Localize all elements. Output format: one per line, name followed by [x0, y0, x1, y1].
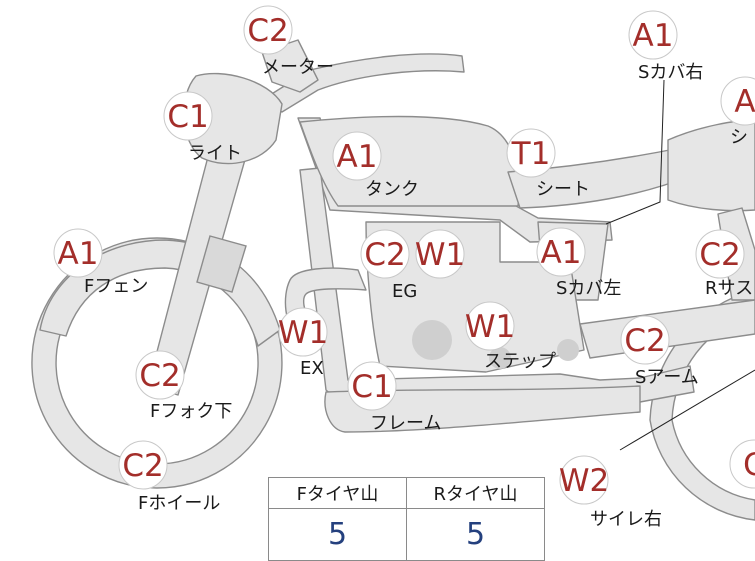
step-left-peg [489, 347, 511, 369]
badge-code: A1 [541, 235, 582, 271]
front-tread-header: Fタイヤ山 [268, 477, 407, 509]
badge-circle [620, 315, 670, 365]
part-name: タンク [365, 179, 419, 200]
badge-circle [695, 229, 745, 279]
fork-cover [196, 235, 247, 293]
badge-circle [135, 350, 185, 400]
part-name: EX [300, 358, 324, 379]
step-right-peg [557, 339, 579, 361]
badge-code: C1 [167, 99, 208, 135]
handlebar-shape [261, 53, 465, 113]
part-name: Fフォク下 [150, 401, 232, 422]
badge-circle [347, 361, 397, 411]
part-name: EG [392, 281, 417, 302]
label-tank: A1 タンク [332, 131, 419, 200]
motorcycle-illustration [31, 39, 755, 521]
leader-silencer-right [619, 369, 755, 451]
badge-circle [720, 76, 755, 126]
part-name: Sアーム [635, 367, 699, 388]
badge-circle [163, 91, 213, 141]
badge-code: W2 [559, 463, 609, 499]
badge-code: A1 [633, 18, 674, 54]
part-name: Sカバ右 [638, 62, 703, 83]
front-tread-value: 5 [268, 508, 407, 561]
label-light: C1 ライト [163, 91, 242, 164]
badge-code: C2 [247, 13, 288, 49]
badge-code: C [743, 447, 755, 483]
part-name: ステップ [484, 351, 556, 372]
badge-code: A [734, 84, 755, 120]
part-name: フレーム [370, 413, 441, 434]
badge-circle [559, 455, 609, 505]
badge-code: W1 [465, 309, 515, 345]
badge-circle [506, 128, 556, 178]
part-name: Sカバ左 [556, 278, 621, 299]
rear-body-shape [667, 119, 755, 212]
leader-side-cover-right [605, 79, 665, 225]
label-rear-upper: Aシ [720, 76, 755, 148]
badge-code: A1 [58, 236, 99, 272]
part-name: シート [536, 179, 590, 200]
part-name: ライト [188, 143, 242, 164]
badge-circle [465, 301, 515, 351]
part-name: Rサス [705, 278, 753, 299]
badge-code: A1 [337, 139, 378, 175]
label-frame: C1 フレーム [347, 361, 441, 434]
tire-tread-table: Fタイヤ山 Rタイヤ山 5 5 [268, 477, 545, 561]
label-engine-w: W1 [415, 229, 465, 279]
badge-code: W1 [278, 315, 328, 351]
badge-circle [415, 229, 465, 279]
label-meter: C2 メーター [243, 5, 334, 78]
badge-circle [332, 131, 382, 181]
badge-circle [536, 227, 586, 277]
frame-down-shape [324, 385, 641, 433]
part-name: Fホイール [138, 493, 220, 514]
badge-circle [53, 228, 103, 278]
label-step: W1 ステップ [465, 301, 556, 372]
badge-circle [360, 229, 410, 279]
part-name: シ [730, 127, 748, 148]
rear-tread-value: 5 [406, 508, 545, 561]
badge-circle [118, 440, 168, 490]
badge-code: T1 [511, 136, 551, 172]
badge-code: C1 [351, 369, 392, 405]
badge-code: C2 [139, 358, 180, 394]
badge-code: C2 [364, 237, 405, 273]
badge-code: C2 [624, 323, 665, 359]
engine-cover-circle [412, 320, 452, 360]
badge-circle [628, 10, 678, 60]
badge-code: C2 [699, 237, 740, 273]
rear-tread-header: Rタイヤ山 [406, 477, 545, 509]
part-name: サイレ右 [590, 509, 662, 530]
badge-circle [729, 439, 755, 489]
label-silencer-right: W2 サイレ右 [559, 455, 662, 530]
badge-circle [278, 307, 328, 357]
part-name: メーター [262, 57, 334, 78]
badge-code: C2 [122, 448, 163, 484]
part-name: Fフェン [84, 276, 148, 297]
badge-code: W1 [415, 237, 465, 273]
label-seat: T1 シート [506, 128, 590, 200]
label-rear-wheel: C [729, 439, 755, 489]
badge-circle [243, 5, 293, 55]
